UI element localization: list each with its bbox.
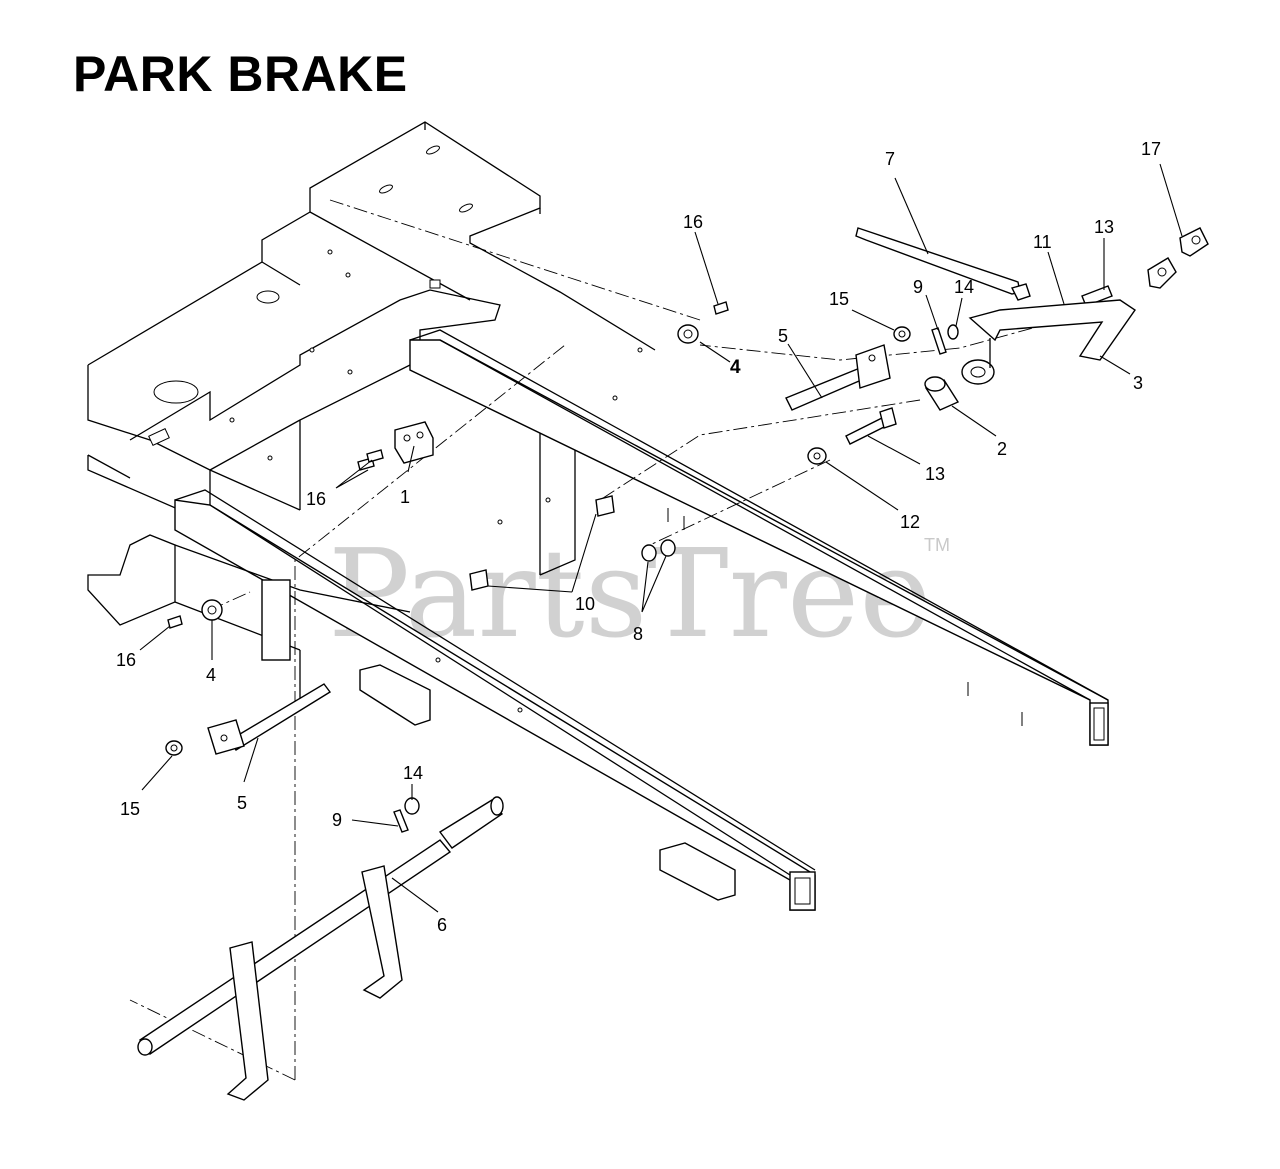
frame-square-hole xyxy=(429,279,441,289)
callout-13-top: 13 xyxy=(1094,217,1114,237)
callout-5-top: 5 xyxy=(778,326,788,346)
part-10-bumpers xyxy=(469,495,615,591)
part-5-shaft-bottom xyxy=(207,683,332,755)
part-2-spacer xyxy=(924,376,960,411)
lower-rail-end-opening xyxy=(794,877,811,905)
part-15-nut-top xyxy=(893,326,911,342)
part-15-nut-bottom xyxy=(165,740,183,756)
frame-holes xyxy=(229,249,643,713)
part-12-locknut xyxy=(807,447,827,465)
callout-14-top: 14 xyxy=(954,277,974,297)
lower-side-plate xyxy=(87,534,176,626)
chassis-frame xyxy=(87,121,1109,911)
leader-lines xyxy=(139,163,1183,913)
part-16-screws-mid xyxy=(357,449,384,471)
part-13-bolt-mid xyxy=(845,407,897,445)
rail-tab-ticks xyxy=(667,508,1023,726)
callout-labels: 16 4 7 17 11 13 15 9 14 5 3 2 13 12 16 1… xyxy=(116,139,1161,935)
deck-slot xyxy=(459,203,473,213)
frame-slot xyxy=(148,428,170,446)
assembly-center-lines xyxy=(129,199,1081,1081)
callout-10: 10 xyxy=(575,594,595,614)
callout-9-bot: 9 xyxy=(332,810,342,830)
part-4-bushing-top xyxy=(677,324,699,344)
callout-2: 2 xyxy=(997,439,1007,459)
callout-16-mid: 16 xyxy=(306,489,326,509)
deck-large-hole xyxy=(153,380,199,404)
callout-3: 3 xyxy=(1133,373,1143,393)
upper-rail-end-opening xyxy=(1093,707,1105,741)
callout-13-mid: 13 xyxy=(925,464,945,484)
deck-plate-edge xyxy=(87,122,541,511)
vertical-post xyxy=(261,579,291,661)
part-16-screw-top xyxy=(713,301,729,315)
part-9-cotter-pin-bottom xyxy=(393,809,409,833)
mount-bracket-lower xyxy=(359,664,431,726)
callout-16-top: 16 xyxy=(683,212,703,232)
callout-17: 17 xyxy=(1141,139,1161,159)
part-4-bushing-bottom xyxy=(201,599,223,621)
part-6-pedal-shaft xyxy=(137,796,504,1101)
part-3-brake-lever xyxy=(961,299,1136,385)
part-9-cotter-pin-top xyxy=(931,327,947,355)
callout-4-top: 4 xyxy=(730,357,741,378)
part-16-screw-bottom xyxy=(167,615,183,629)
deck-round-hole xyxy=(256,290,280,304)
callout-8: 8 xyxy=(633,624,643,644)
callout-12: 12 xyxy=(900,512,920,532)
part-7-brake-rod xyxy=(855,227,1031,301)
part-8-nuts xyxy=(641,539,676,562)
lower-rail-top xyxy=(174,489,816,876)
callout-7: 7 xyxy=(885,149,895,169)
callout-14-bot: 14 xyxy=(403,763,423,783)
part-14-washer-top xyxy=(947,324,959,340)
callout-16-bot: 16 xyxy=(116,650,136,670)
upper-rail-top xyxy=(409,329,1109,701)
watermark-trademark: TM xyxy=(924,535,950,555)
deck-slot xyxy=(379,184,393,194)
callout-5-bot: 5 xyxy=(237,793,247,813)
part-17-clips xyxy=(1147,227,1209,289)
callout-11: 11 xyxy=(1033,232,1052,252)
page-title: PARK BRAKE xyxy=(73,46,408,102)
part-1-switch-bracket xyxy=(394,421,434,464)
part-5-shaft-top xyxy=(785,344,891,411)
deck-slot xyxy=(426,145,440,155)
callout-15-top: 15 xyxy=(829,289,849,309)
callout-4-bot: 4 xyxy=(206,665,216,685)
part-14-washer-bottom xyxy=(404,797,420,815)
callout-1: 1 xyxy=(400,487,410,507)
mount-bracket-end xyxy=(659,842,736,901)
callout-6: 6 xyxy=(437,915,447,935)
callout-15-bot: 15 xyxy=(120,799,140,819)
callout-9-top: 9 xyxy=(913,277,923,297)
